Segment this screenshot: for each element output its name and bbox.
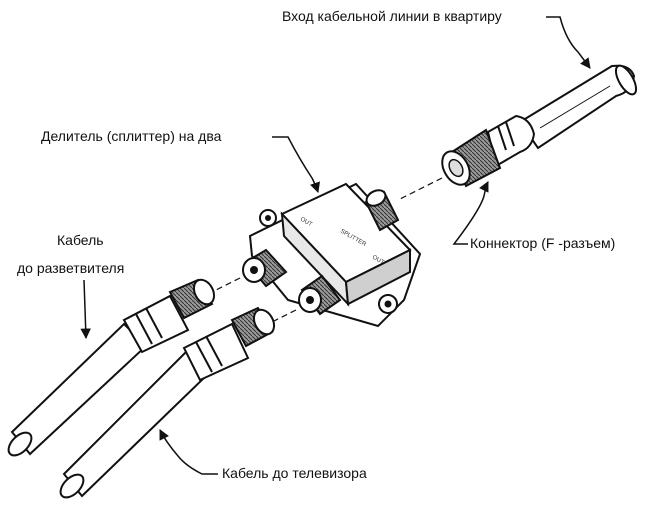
splitter-icon: SPLITTER OUT OUT — [242, 182, 422, 328]
svg-text:OUT: OUT — [299, 217, 313, 229]
cable-to-splitter-label-line1: Кабель — [57, 232, 104, 248]
leader-lines — [80, 16, 591, 475]
coax-cable-icon — [7, 278, 216, 457]
f-connector-icon — [441, 114, 536, 188]
connector-label: Коннектор (F -разъем) — [470, 235, 616, 251]
incoming-cable — [518, 64, 638, 150]
cable-to-tv-label: Кабель до телевизора — [222, 465, 367, 481]
svg-text:OUT: OUT — [371, 255, 385, 267]
coax-cable-icon-2 — [59, 306, 276, 499]
cable-to-splitter-label-line2: до разветвителя — [17, 260, 125, 276]
splitter-label: Делитель (сплиттер) на два — [41, 128, 222, 144]
cable-entry-label: Вход кабельной линии в квартиру — [282, 8, 502, 24]
